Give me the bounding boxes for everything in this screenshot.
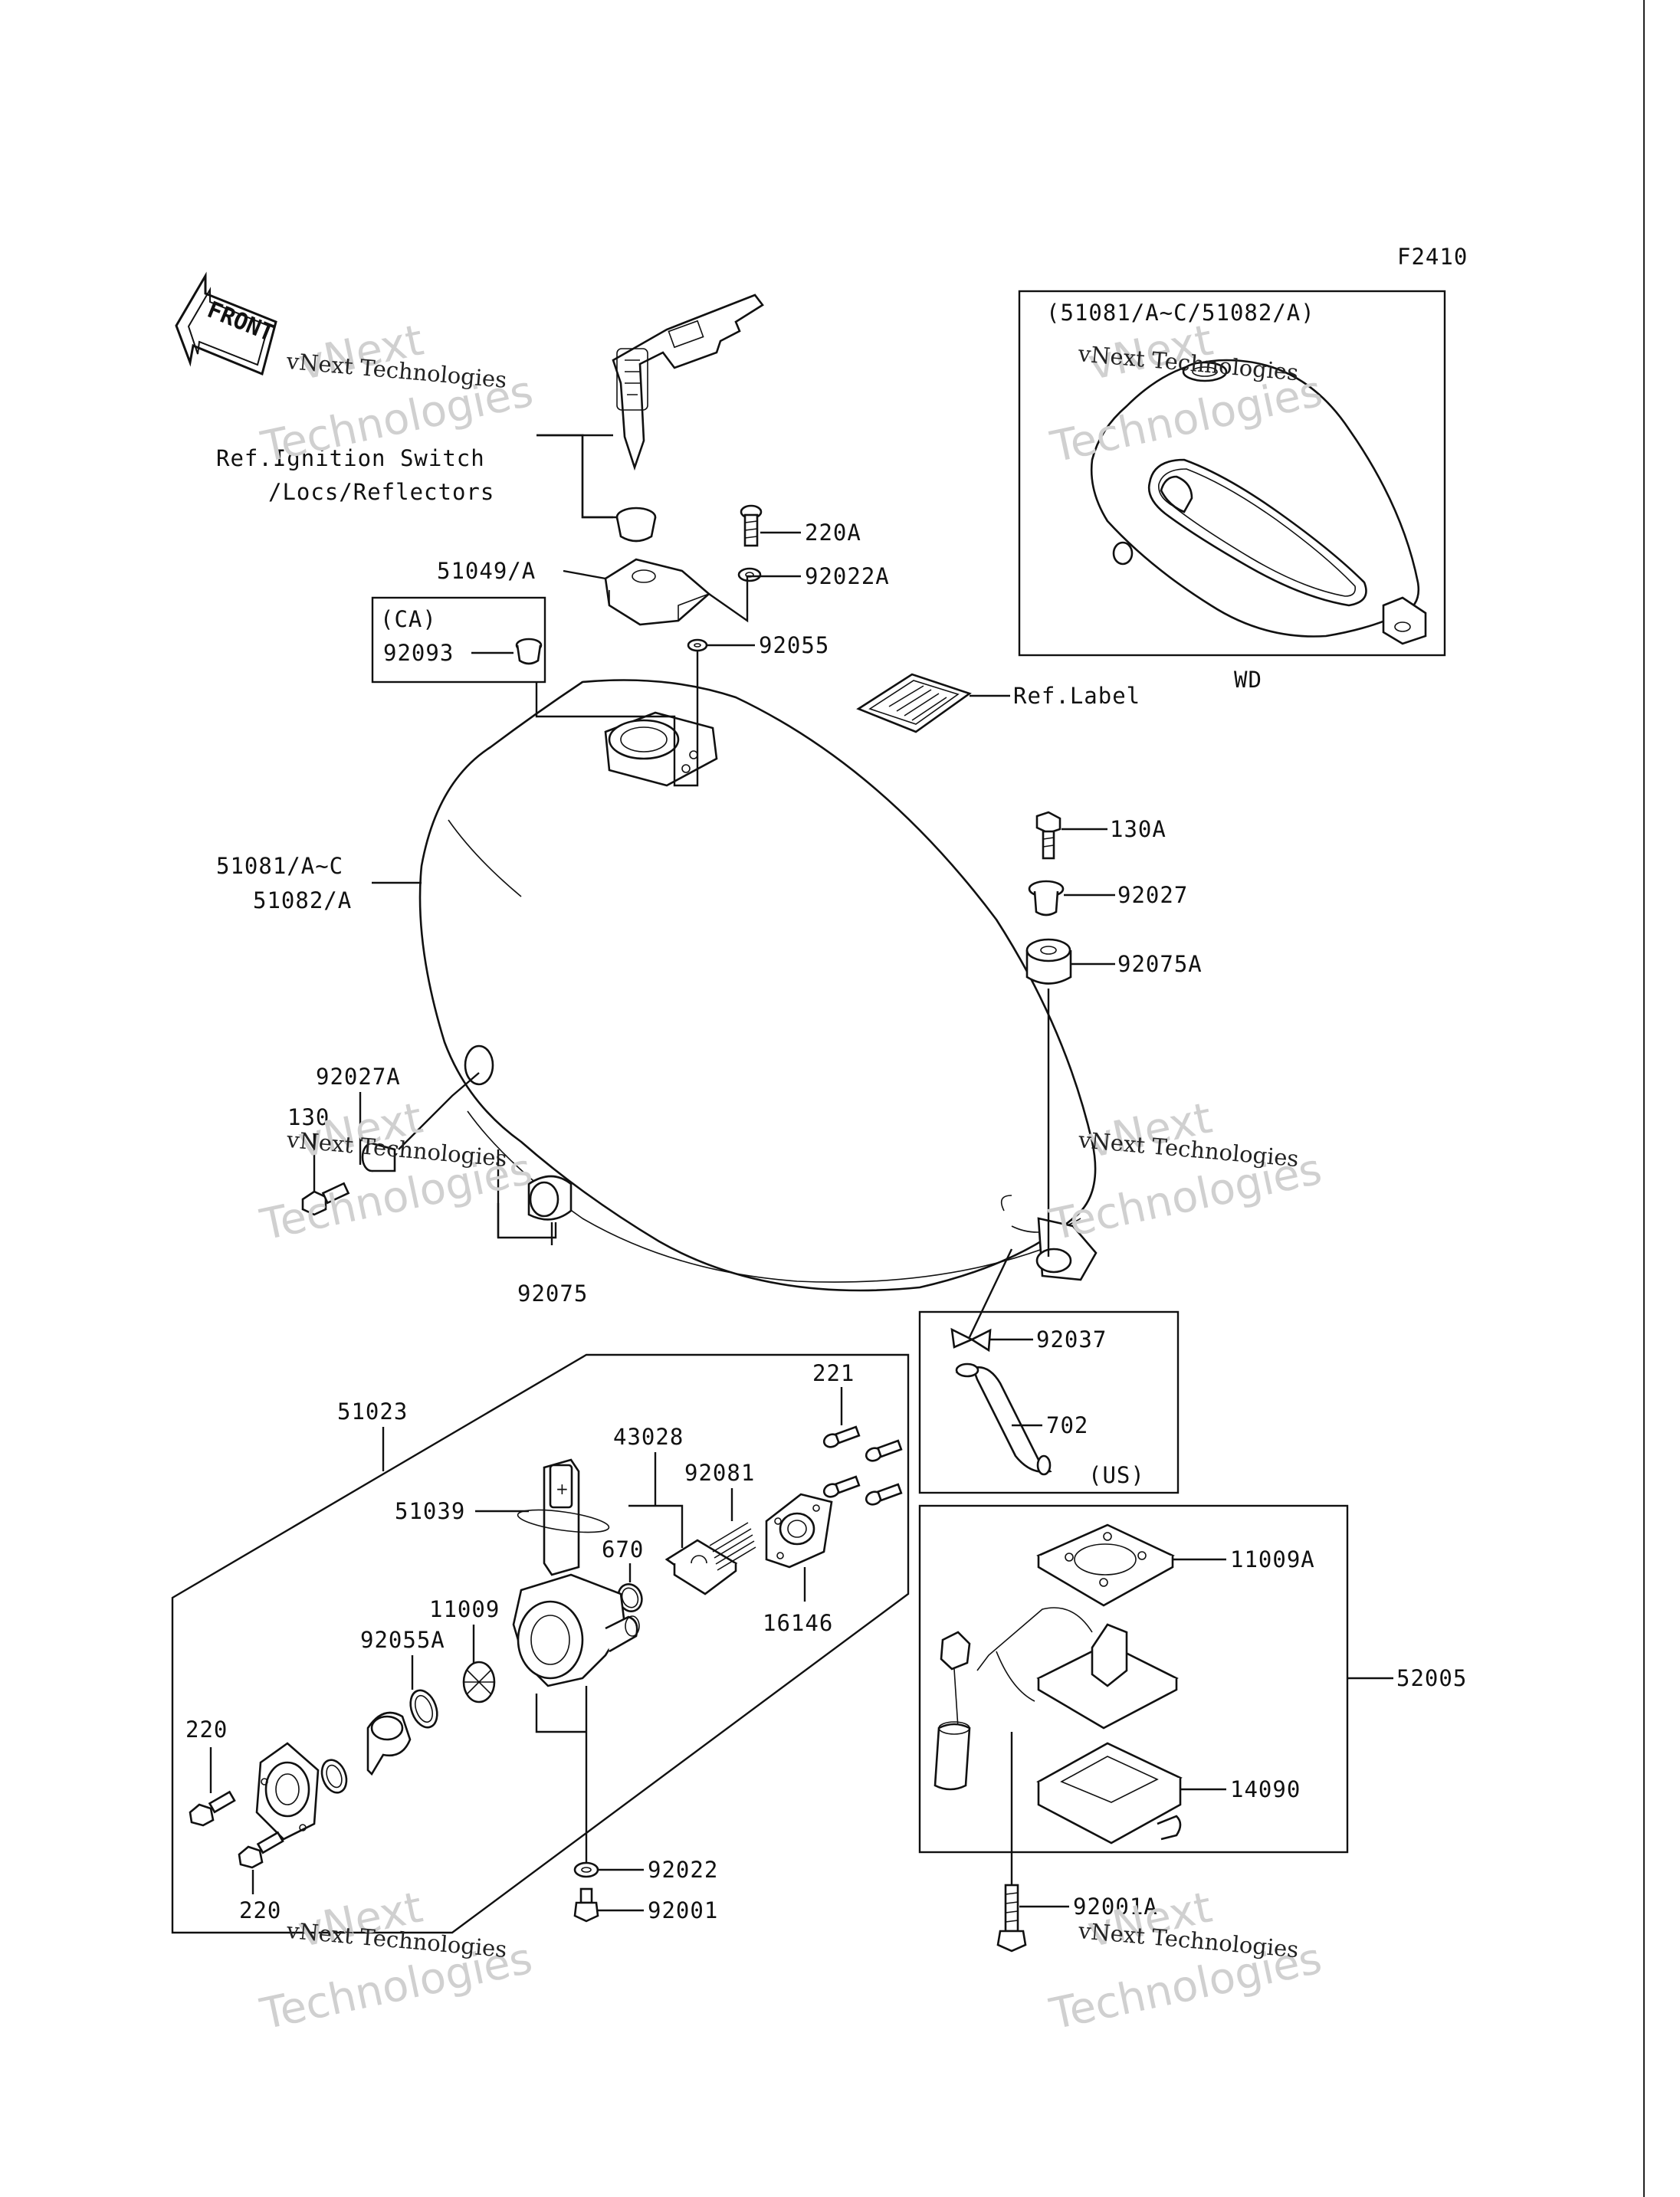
label-92075: 92075 — [517, 1280, 588, 1307]
valve-body-icon — [512, 1573, 640, 1687]
lever-51039-icon: + — [517, 1458, 610, 1576]
gasket-11009A-icon — [1036, 1523, 1175, 1607]
label-ref-label: Ref.Label — [1013, 683, 1140, 709]
petcock-box — [171, 1353, 910, 1934]
watermark-5: vNext Technologies vNext Technologies — [256, 1883, 536, 2040]
label-11009A: 11009A — [1230, 1546, 1315, 1572]
label-92055: 92055 — [759, 632, 829, 658]
label-us: (US) — [1088, 1462, 1145, 1488]
fuel-tank-icon — [418, 679, 1098, 1292]
wd-box — [1018, 290, 1446, 657]
bolt-220-top-icon — [189, 1790, 236, 1827]
key-icon — [612, 293, 764, 471]
oring-small-icon — [320, 1759, 348, 1794]
label-11009: 11009 — [429, 1596, 500, 1622]
label-220-bot: 220 — [239, 1897, 281, 1923]
collar-92027-icon — [1028, 880, 1065, 917]
level-sensor-icon — [934, 1607, 1179, 1791]
front-arrow-icon: FRONT — [175, 271, 277, 376]
damper-92075A-icon — [1025, 938, 1072, 985]
label-51081: 51081/A~C — [216, 853, 343, 879]
wd-tank-icon — [1090, 359, 1427, 645]
oring-92055A-icon — [409, 1689, 438, 1729]
label-ref-ignition-1: Ref.Ignition Switch — [216, 445, 485, 471]
figure-code: F2410 — [1397, 244, 1468, 270]
label-ref-ignition-2: /Locs/Reflectors — [268, 479, 494, 505]
spring-92081-icon — [709, 1522, 756, 1571]
label-220A: 220A — [805, 520, 861, 546]
filter-icon — [366, 1711, 412, 1776]
bolt-92001A-icon — [996, 1884, 1027, 1953]
gasket-11009-icon — [462, 1661, 496, 1703]
label-92001A: 92001A — [1073, 1894, 1158, 1920]
label-51082: 51082/A — [253, 887, 352, 913]
bolt-220-bot-icon — [238, 1831, 284, 1869]
diaphragm-43028-icon — [664, 1539, 738, 1595]
label-52005: 52005 — [1396, 1665, 1467, 1691]
clip-92037-icon — [950, 1327, 992, 1353]
ignition-cylinder-icon — [615, 507, 657, 543]
washer-92022-icon — [573, 1861, 599, 1878]
label-92027: 92027 — [1117, 882, 1188, 908]
bolt-92001-icon — [573, 1887, 599, 1923]
label-wd-header: (51081/A~C/51082/A) — [1046, 300, 1315, 326]
label-220-top: 220 — [185, 1717, 228, 1743]
collar-92027A-icon — [361, 1142, 396, 1172]
label-92081: 92081 — [684, 1460, 755, 1486]
label-43028: 43028 — [613, 1424, 684, 1450]
label-16146: 16146 — [763, 1610, 833, 1636]
label-51039: 51039 — [395, 1498, 465, 1524]
label-14090: 14090 — [1230, 1776, 1301, 1802]
washer-92022A-icon — [737, 567, 762, 582]
label-92075A: 92075A — [1117, 951, 1203, 977]
label-92001: 92001 — [648, 1897, 718, 1923]
label-130: 130 — [287, 1104, 330, 1130]
label-51023: 51023 — [337, 1399, 408, 1425]
label-ca: (CA) — [380, 606, 437, 632]
label-92027A: 92027A — [316, 1064, 401, 1090]
hose-702-icon — [955, 1362, 1052, 1476]
damper-92075-icon — [527, 1175, 573, 1221]
flange-icon — [255, 1742, 320, 1841]
bracket-51049A-icon — [604, 558, 710, 626]
screws-221-icon — [822, 1425, 903, 1506]
label-130A: 130A — [1110, 816, 1166, 842]
bolt-130A-icon — [1035, 811, 1061, 860]
label-plate-icon — [856, 673, 972, 733]
label-wd: WD — [1234, 667, 1262, 693]
label-92037: 92037 — [1036, 1326, 1107, 1353]
cover-16146-icon — [765, 1493, 833, 1569]
label-92093: 92093 — [383, 640, 454, 666]
label-92022A: 92022A — [805, 563, 890, 589]
ca-box — [371, 596, 546, 684]
cap-92093-icon — [515, 638, 543, 665]
label-92022: 92022 — [648, 1857, 718, 1883]
grommet-92055-icon — [687, 638, 708, 652]
label-221: 221 — [812, 1360, 855, 1386]
gasket-14090-icon — [1036, 1742, 1183, 1844]
us-box — [918, 1310, 1180, 1494]
label-51049A: 51049/A — [437, 558, 536, 584]
label-670: 670 — [602, 1536, 644, 1562]
svg-text:+: + — [556, 1480, 569, 1498]
screw-220A-icon — [740, 504, 763, 547]
label-702: 702 — [1046, 1412, 1088, 1438]
label-92055A: 92055A — [360, 1627, 445, 1653]
